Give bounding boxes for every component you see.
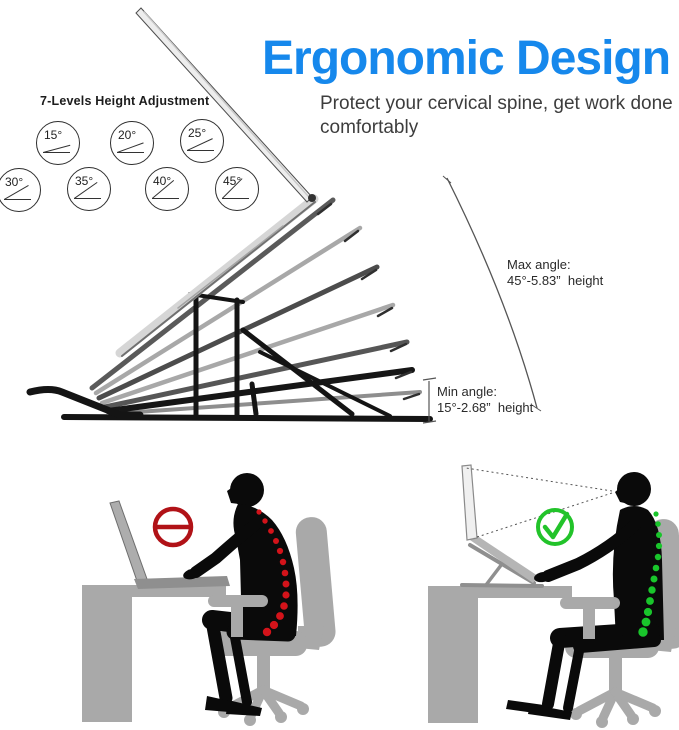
angle-label: 35° [75,174,94,188]
desk [82,585,226,722]
max-angle-annotation: Max angle: 45°-5.83” height [507,257,603,289]
min-angle-label: Min angle: [437,384,497,399]
angle-label: 25° [188,126,207,140]
angle-wedge-base-icon [222,198,249,199]
angle-badge-30: 30° [0,168,41,212]
angle-wedge-base-icon [74,198,101,199]
laptop-stand-illustration [26,7,433,422]
page-title: Ergonomic Design [262,32,671,85]
angle-label: 30° [5,175,24,189]
person-good-posture [506,472,664,720]
angle-badge-35: 35° [67,167,111,211]
angle-wedge-base-icon [187,150,214,151]
angle-wedge-slant-icon [187,138,213,151]
gaze-lines [465,467,613,539]
min-angle-value: 15°-2.68” height [437,400,534,415]
angle-badge-20: 20° [110,121,154,165]
angle-label: 45° [223,174,242,188]
angle-badge-25: 25° [180,119,224,163]
angle-label: 15° [44,128,63,142]
angle-badge-15: 15° [36,121,80,165]
angle-wedge-base-icon [4,199,31,200]
laptop-on-stand [460,464,544,588]
max-angle-label: Max angle: [507,257,571,272]
angle-label: 40° [153,174,172,188]
angle-wedge-base-icon [117,152,144,153]
bad-posture-scene [82,473,337,726]
min-angle-annotation: Min angle: 15°-2.68” height [437,384,533,416]
adjustment-heading: 7-Levels Height Adjustment [40,94,210,108]
angle-badge-45: 45° [215,167,259,211]
page-subtitle: Protect your cervical spine, get work do… [320,93,673,138]
good-posture-scene [428,464,679,728]
angle-sweep-arc [442,175,542,412]
min-height-bracket [422,377,437,424]
no-symbol-icon [152,506,194,548]
angle-wedge-base-icon [43,152,70,153]
angle-badge-40: 40° [145,167,189,211]
laptop-open [115,7,319,358]
angle-label: 20° [118,128,137,142]
spine-dots-red [256,509,290,637]
max-angle-value: 45°-5.83” height [507,273,604,288]
angle-wedge-base-icon [152,198,179,199]
spine-dots-green [638,511,663,637]
check-circle-icon [536,508,574,546]
laptop-flat-on-desk [109,500,230,589]
